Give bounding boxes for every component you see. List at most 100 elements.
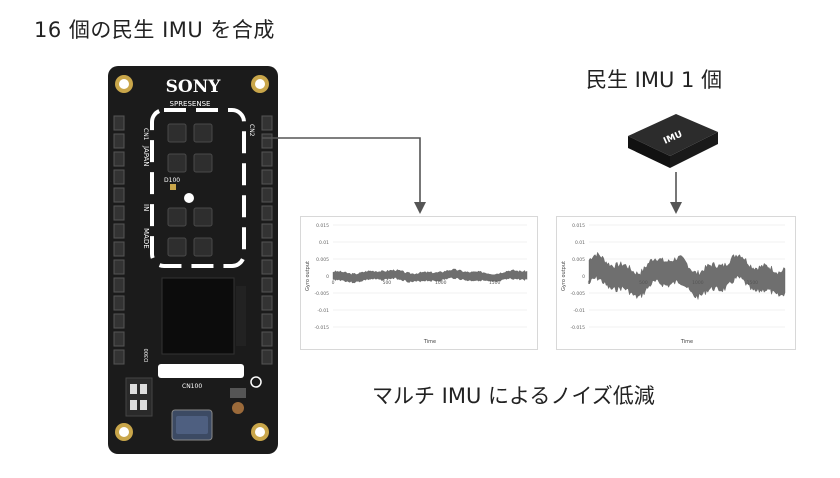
imu-array [167,123,213,257]
y-tick-label: 0 [326,274,329,280]
small-component [230,388,246,398]
header-pin [113,259,125,275]
silk-d300: D300 [144,349,150,362]
header-pin [261,349,273,365]
imu-area-outline [150,108,246,268]
header-pin [113,331,125,347]
small-ring [250,376,262,388]
header-pin [261,259,273,275]
x-tick-label: 500 [639,280,648,286]
imu-sensor [193,237,213,257]
header-pin [113,205,125,221]
header-pin [261,277,273,293]
y-tick-label: 0.01 [319,240,329,246]
x-tick-label: 1000 [692,280,704,286]
noise-band [332,268,528,284]
header-pin [261,169,273,185]
imu-sensor [193,207,213,227]
x-tick-label: 1000 [435,280,447,286]
silk-in: IN [142,204,150,211]
header-pin [113,169,125,185]
header-pin [261,313,273,329]
chip-side-left [628,136,670,168]
y-tick-label: 0.005 [316,257,329,263]
header-pin [113,295,125,311]
y-tick-label: -0.015 [314,325,329,331]
header-pin [261,133,273,149]
noise-band [588,251,786,300]
header-pin [261,223,273,239]
header-pin [261,205,273,221]
header-pin [113,115,125,131]
silk-d100: D100 [164,177,180,184]
y-tick-label: 0.015 [316,223,329,229]
board-hole-center [184,193,194,203]
title-sixteen-imu: 16 個の民生 IMU を合成 [34,18,275,42]
silk-made: MADE [142,228,150,249]
main-processor-chip [161,277,235,355]
header-pins-right [261,115,273,365]
led-d100 [170,184,176,190]
x-axis-label: Time [423,339,436,345]
y-axis-label: Gyro output [305,261,311,291]
header-pin [113,151,125,167]
arrow-board-to-chart [262,137,421,204]
y-tick-label: 0.005 [572,257,585,263]
y-tick-label: 0 [582,274,585,280]
silk-japan: JAPAN [142,145,150,167]
header-pin [261,331,273,347]
imu-sensor [167,237,187,257]
header-pin [261,115,273,131]
label-noise-reduction: マルチ IMU によるノイズ低減 [372,384,655,408]
arrowhead-left [414,202,426,214]
board-led [232,402,244,414]
silk-cn2: CN2 [248,124,255,137]
x-axis-label: Time [680,339,693,345]
header-pin [261,151,273,167]
y-tick-label: -0.005 [570,291,585,297]
arrowhead-right [670,202,682,214]
x-tick-label: 0 [332,280,335,286]
header-pin [113,133,125,149]
imu-sensor [167,123,187,143]
header-pins-left [113,115,125,365]
spresense-board: SONY SPRESENSE D100 CN1 CN2 JAPAN IN MAD… [108,66,278,454]
y-tick-label: -0.015 [570,325,585,331]
x-tick-label: 1500 [747,280,759,286]
header-pin [113,349,125,365]
imu-sensor [193,123,213,143]
chip-side-right [670,132,718,168]
x-tick-label: 500 [383,280,392,286]
board-pcb [108,66,278,454]
x-tick-label: 0 [588,280,591,286]
y-tick-label: 0.01 [575,240,585,246]
header-pin [261,187,273,203]
header-pin [113,223,125,239]
model-name: SPRESENSE [170,100,211,108]
header-pin [261,241,273,257]
imu-sensor [167,207,187,227]
y-tick-label: -0.005 [314,291,329,297]
silk-cn1: CN1 [142,128,149,141]
silk-cn100: CN100 [182,383,202,390]
header-pin [113,241,125,257]
imu-sensor [167,153,187,173]
y-tick-label: -0.01 [317,308,329,314]
brand-logo: SONY [166,77,222,97]
header-pin [261,295,273,311]
y-axis-label: Gyro output [561,261,567,291]
single-imu-chip: IMU [628,114,718,168]
x-tick-label: 1500 [489,280,501,286]
chip-top [628,114,718,156]
y-tick-label: -0.01 [573,308,585,314]
board-components [236,286,246,346]
header-pin [113,313,125,329]
silk-bar [158,364,244,378]
imu-sensor [193,153,213,173]
header-pin [113,277,125,293]
header-pin [113,187,125,203]
